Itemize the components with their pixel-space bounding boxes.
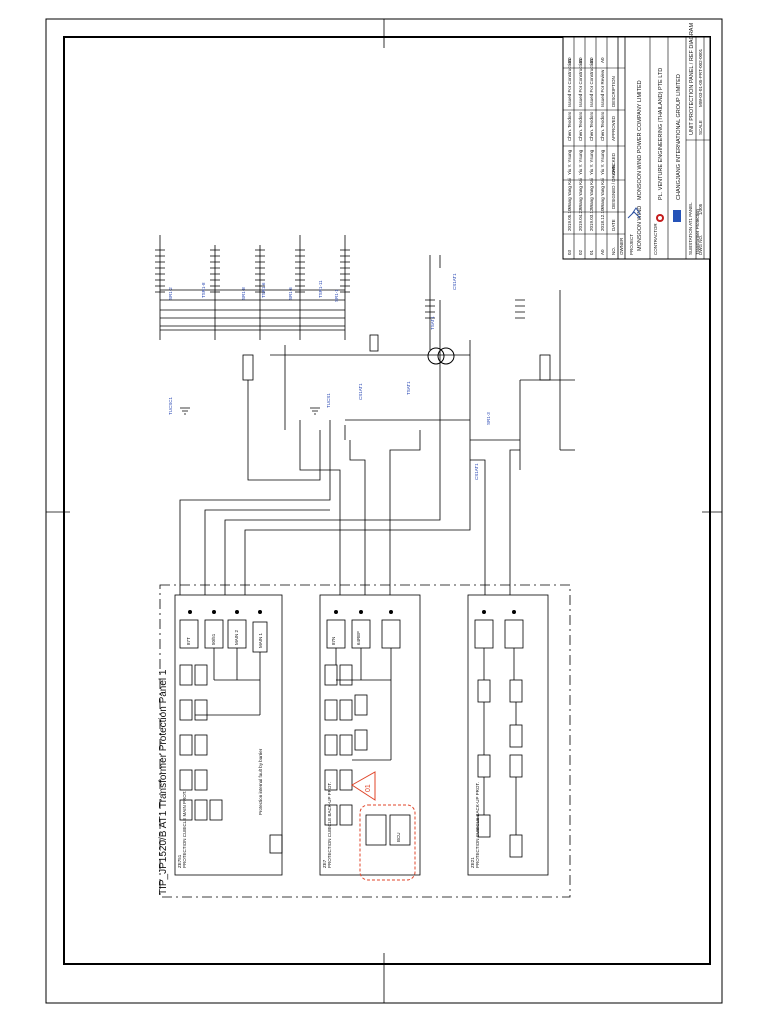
relay-label-0: 87T [186, 637, 191, 645]
rev-approved-0: Chen. Teodoro [567, 111, 572, 141]
owner-label: OWNER [619, 237, 624, 255]
rev-mark-1: B0 [578, 57, 583, 63]
rev-approved-3: Chen. Teodoro [600, 111, 605, 141]
rev-header-no: NO. [611, 247, 616, 255]
revision-triangle-icon [351, 771, 376, 801]
cubicle-1-subtitle: PROTECTION CUBICLE MAIN PROT. [182, 791, 187, 868]
drawing-title-1: SUBSTATION AT1 PANEL [688, 202, 693, 255]
project-name: MONSOON WIND [637, 206, 643, 251]
rev-checked-0: Yiu Y. Ysung [567, 149, 572, 175]
relay-label-3: MAIN 1 [258, 632, 263, 648]
rev-desc-3: Issued For Review [600, 69, 605, 107]
contractor-label: CONTRACTOR [653, 223, 658, 255]
cjig-logo-icon [673, 210, 681, 222]
single-line-section [155, 235, 575, 595]
rev-header-checked: CHECKED [611, 152, 616, 175]
cubicle-2-name: ZE7 [322, 859, 327, 868]
sheet-inner-border [63, 36, 711, 965]
cubicle-2 [319, 594, 421, 876]
rev-date-3: 2018.12.10 [600, 208, 605, 231]
rev-checked-2: Yiu Y. Ysung [589, 149, 594, 175]
cubicle-3 [467, 594, 549, 876]
rev-desc-2: Issued For Construction [589, 59, 594, 107]
equip-label-4: TUCSC1 [168, 397, 173, 415]
equip-label-2: CS1AT1 [452, 273, 457, 290]
title-block: 03 2019.05.10 Wang Yang Kai Yiu Y. Ysung… [562, 23, 711, 260]
bus-label-5: TSR1-11 [318, 280, 323, 298]
equip-label-7: CS1AT1 [474, 463, 479, 480]
contractor-logo-icon [656, 214, 664, 222]
cubicle-1 [174, 594, 283, 876]
rev-header-desc: DESCRIPTION [611, 76, 616, 107]
project-label: PROJECT [629, 234, 634, 255]
contractor-1: PL. VENTURE ENGINEERING (THAILAND) PTE L… [658, 68, 664, 200]
rev-date-0: 2019.05.10 [567, 208, 572, 231]
rev-desc-0: Issued For Construction [567, 59, 572, 107]
rev-drawn-1: Wang Yang Kai [578, 178, 583, 209]
doc-no: MW-03-01-05-PRT-002-0001 [698, 48, 703, 107]
rev-checked-3: Yiu Y. Ysung [600, 149, 605, 175]
rev-mark-2: B0 [589, 57, 594, 63]
rev-mark-3: A0 [600, 57, 605, 63]
relay-label-5: 64REF [356, 631, 361, 645]
revision-marker: 01 [365, 784, 372, 792]
rev-no-2: 01 [589, 249, 594, 255]
bus-label-0: SR1-2 [168, 287, 173, 300]
panel-enclosure [159, 584, 571, 898]
internal-fault-note: Protection internal fault by barrier [258, 748, 263, 815]
relay-label-4: 87N [331, 637, 336, 645]
cubicle-3-subtitle: PROTECTION CUBICLE BACK-UP PROT. [475, 782, 480, 868]
owner-logo-icon [627, 207, 641, 219]
rev-drawn-0: Wang Yang Kai [567, 178, 572, 209]
bus-label-6: SR1-1 [334, 289, 339, 302]
equip-label-3: CS1AT1 [358, 383, 363, 400]
owner-name: MONSOON WIND POWER COMPANY LIMITED [637, 80, 643, 200]
equip-label-1: TSAT1 [406, 381, 411, 395]
scale-label: SCALE [698, 120, 703, 135]
rev-header-drawn: DESIGNED / DRAWN [611, 165, 616, 209]
bus-labels: SR1-2 TSR1-8 SR1-8 TSR1-6 SR1-6 TSR1-11 … [168, 273, 491, 480]
relay-label-1: 50/51 [211, 633, 216, 645]
cubicle-3-name: ZE21 [470, 857, 475, 868]
rev-date-1: 2019.04.23 [578, 208, 583, 231]
bus-label-4: SR1-6 [288, 287, 293, 300]
rev-no-1: 02 [578, 249, 583, 255]
sheet-no: 1/305 [698, 203, 703, 215]
dwg-label: DWG NO. [698, 235, 703, 255]
rev-drawn-3: Wang Yang Kai [600, 178, 605, 209]
rev-desc-1: Issued For Construction [578, 59, 583, 107]
bus-label-1: TSR1-8 [201, 282, 206, 298]
rev-no-3: A0 [600, 249, 605, 255]
rev-no-0: 03 [567, 249, 572, 255]
rev-checked-1: Yiu Y. Ysung [578, 149, 583, 175]
rev-drawn-2: Wang Yang Kai [589, 178, 594, 209]
rev-header-date: DATE [611, 219, 616, 231]
revision-cloud [359, 804, 416, 881]
rev-mark-0: B0 [567, 57, 572, 63]
rev-approved-1: Chen. Teodoro [578, 111, 583, 141]
relay-label-6: BCU [396, 832, 401, 842]
panel-title: TIP_JP1520/B AT1 Transformer Protection … [158, 669, 169, 895]
cubicle-1-name: ZE751 [177, 854, 182, 868]
terminal-markers [188, 610, 516, 614]
bus-label-2: SR1-8 [241, 287, 246, 300]
drawing-title-2: Transformer Protection [695, 209, 700, 255]
rev-header-approved: APPROVED [611, 115, 616, 141]
equip-label-6: SR1-3 [486, 412, 491, 425]
bus-label-3: TSR1-6 [261, 282, 266, 298]
equip-label-5: TUCS1 [326, 393, 331, 408]
drawing-desc: UNIT PROTECTION PANEL / REF DIAGRAM [689, 23, 695, 135]
contractor-2: CHANGJIANG INTERNATIONAL GROUP LIMITED [676, 74, 682, 200]
rev-date-2: 2019.03.12 [589, 208, 594, 231]
equip-label-0: TSAT1 [430, 316, 435, 330]
relay-label-2: MAIN 2 [234, 629, 239, 645]
cubicle-2-subtitle: PROTECTION CUBICLE BACK-UP PROT. [327, 782, 332, 868]
rev-approved-2: Chen. Teodoro [589, 111, 594, 141]
